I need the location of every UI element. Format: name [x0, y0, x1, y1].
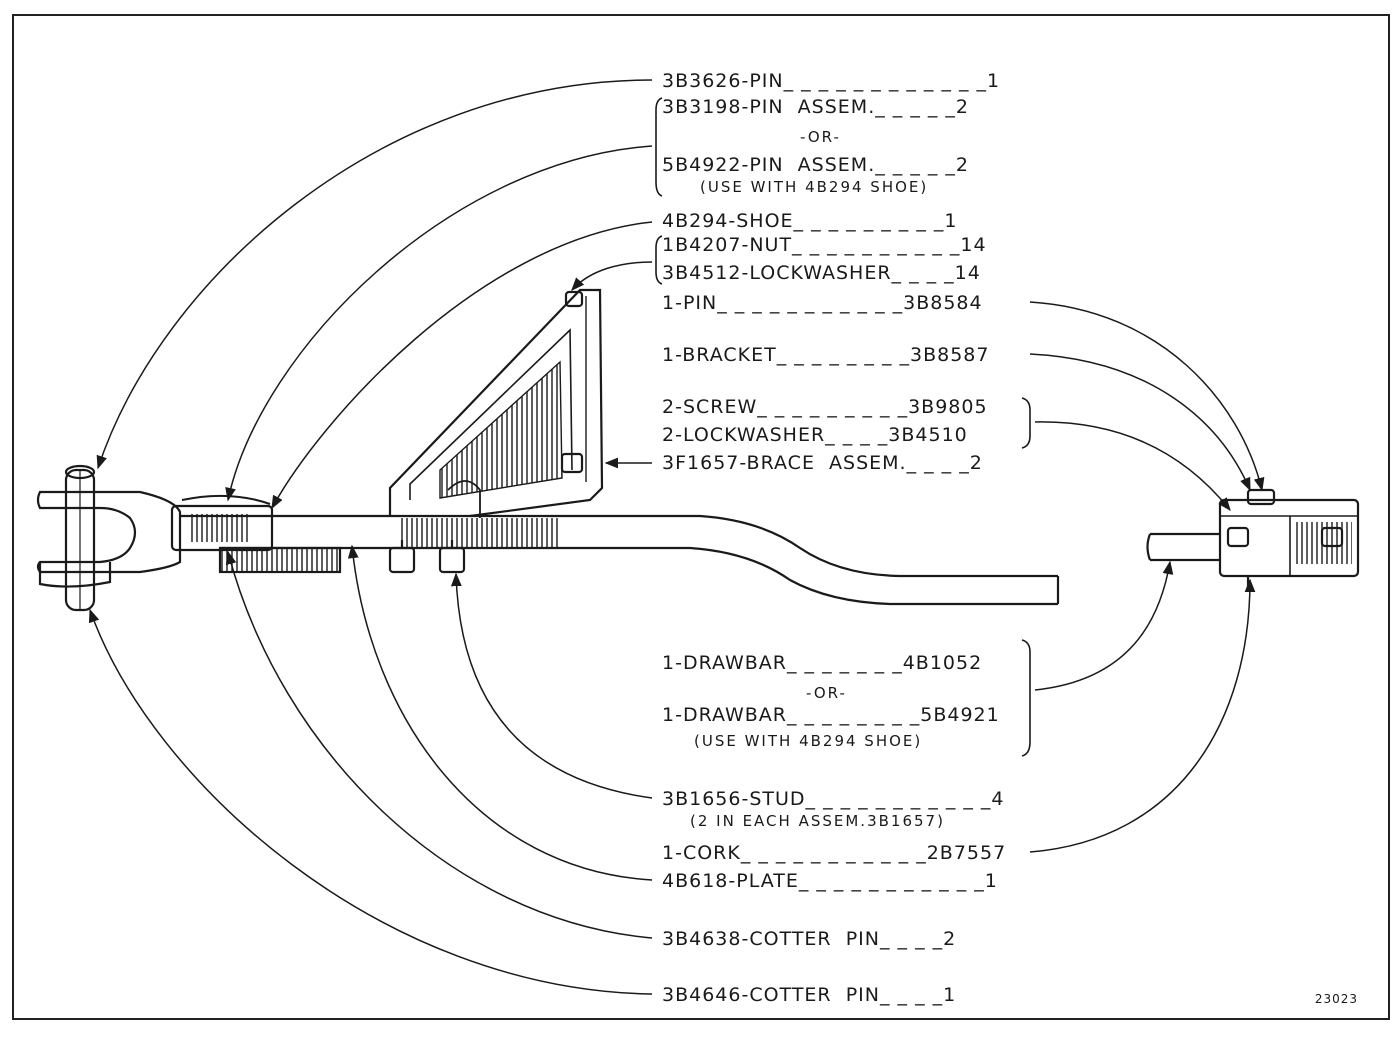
drawbar-assembly	[36, 288, 1360, 612]
label-pin-3b3626: 3B3626-PIN_ _ _ _ _ _ _ _ _ _ _ _1	[662, 70, 1001, 92]
plate-4b618	[218, 546, 342, 574]
label-cotter-3b4646: 3B4646-COTTER PIN_ _ _ _1	[662, 984, 957, 1006]
stud-nut-1	[388, 546, 416, 574]
drawbar-top-edge	[180, 514, 1058, 578]
label-plate-4b618: 4B618-PLATE_ _ _ _ _ _ _ _ _ _ _1	[662, 870, 998, 892]
label-pin-assem-5b4922: 5B4922-PIN ASSEM._ _ _ _ _2	[662, 154, 969, 176]
label-cotter-3b4638: 3B4638-COTTER PIN_ _ _ _2	[662, 928, 957, 950]
clevis-lower-lip	[38, 562, 112, 588]
label-drawbar-5b4921: 1-DRAWBAR_ _ _ _ _ _ _ _5B4921	[662, 704, 1000, 726]
label-or-2: -OR-	[806, 684, 847, 702]
label-stud-note: (2 IN EACH ASSEM.3B1657)	[690, 812, 945, 830]
label-or-1: -OR-	[800, 128, 841, 146]
clevis-yoke	[36, 490, 182, 574]
label-lockwasher-3b4512: 3B4512-LOCKWASHER_ _ _ _14	[662, 262, 981, 284]
bracket-pin-head	[1246, 488, 1276, 506]
stud-nut-2	[438, 546, 466, 574]
label-pin-3b8584: 1-PIN_ _ _ _ _ _ _ _ _ _ _3B8584	[662, 292, 983, 314]
label-use-with-shoe-1: (USE WITH 4B294 SHOE)	[700, 178, 929, 196]
drawbar-stub	[1146, 532, 1220, 562]
leader-lines	[88, 79, 1265, 995]
label-nut-1b4207: 1B4207-NUT_ _ _ _ _ _ _ _ _ _14	[662, 234, 987, 256]
label-drawbar-4b1052: 1-DRAWBAR_ _ _ _ _ _ _4B1052	[662, 652, 983, 674]
label-use-with-shoe-2: (USE WITH 4B294 SHOE)	[694, 732, 923, 750]
brace-3f1657	[388, 288, 604, 518]
label-pin-assem-3b3198: 3B3198-PIN ASSEM._ _ _ _ _2	[662, 96, 969, 118]
label-lockwasher-3b4510: 2-LOCKWASHER_ _ _ _3B4510	[662, 424, 968, 446]
figure-number: 23023	[1314, 992, 1358, 1006]
brace-top-nut	[564, 290, 584, 308]
grouping-braces	[655, 97, 1031, 757]
label-cork-2b7557: 1-CORK_ _ _ _ _ _ _ _ _ _ _2B7557	[662, 842, 1007, 864]
figure-frame	[12, 14, 1390, 1020]
label-screw-3b9805: 2-SCREW_ _ _ _ _ _ _ _ _3B9805	[662, 396, 988, 418]
bracket-3b8587	[1218, 498, 1360, 578]
label-stud-3b1656: 3B1656-STUD_ _ _ _ _ _ _ _ _ _ _4	[662, 788, 1005, 810]
label-shoe-4b294: 4B294-SHOE_ _ _ _ _ _ _ _ _1	[662, 210, 958, 232]
label-brace-3f1657: 3F1657-BRACE ASSEM._ _ _ _2	[662, 452, 983, 474]
label-bracket-3b8587: 1-BRACKET_ _ _ _ _ _ _ _3B8587	[662, 344, 990, 366]
drawbar-bottom-edge	[220, 546, 1058, 606]
bracket-screw	[1226, 526, 1250, 548]
brace-bolt-nut	[560, 452, 584, 474]
